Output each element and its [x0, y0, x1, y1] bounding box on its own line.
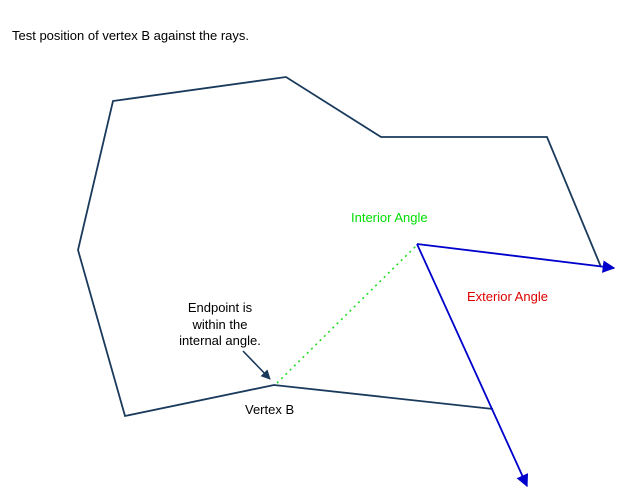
interior-angle-label: Interior Angle [351, 210, 428, 225]
callout-text-line-2: within the [192, 317, 248, 332]
vertex-b-label: Vertex B [245, 402, 294, 417]
polygon-outline [77, 76, 602, 418]
callout-text-line-1: Endpoint is [188, 300, 253, 315]
callout-text-line-3: internal angle. [179, 333, 261, 348]
ray-upper [416, 243, 616, 273]
callout-arrow [242, 350, 271, 380]
exterior-angle-label: Exterior Angle [467, 289, 548, 304]
interior-test-line [276, 244, 418, 384]
ray-lower [416, 243, 529, 488]
diagram-heading: Test position of vertex B against the ra… [12, 28, 249, 43]
